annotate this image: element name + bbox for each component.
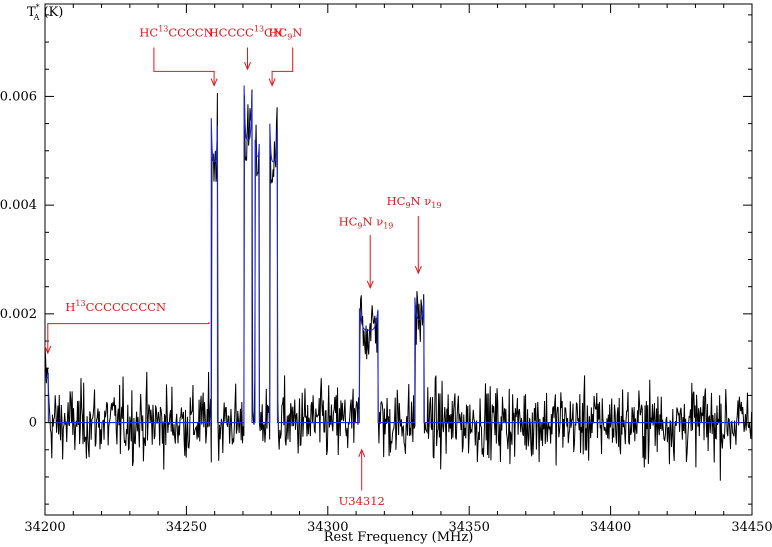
- annotation-label-part: ν: [424, 194, 431, 208]
- annotation-label-part: HCCCC: [209, 26, 254, 40]
- annotation-label-part: 13: [75, 299, 85, 308]
- annotation-label-part: N: [292, 26, 302, 40]
- annotation-label-part: N: [362, 214, 376, 228]
- line-annotation: U34312: [339, 448, 385, 508]
- annotation-label-part: CCCCCCCCN: [86, 300, 166, 314]
- model-spectrum-line: [44, 85, 752, 424]
- y-axis-label-sub: A: [33, 13, 40, 22]
- y-tick-label: 0.004: [0, 198, 37, 213]
- y-axis-label-unit: (K): [43, 5, 63, 20]
- annotation-label-part: HC: [387, 194, 406, 208]
- annotation-label-part: 19: [383, 221, 393, 230]
- annotation-label-part: CCCCN: [168, 26, 213, 40]
- line-annotation: HC9N: [268, 26, 302, 87]
- annotation-arrow-head: [210, 78, 218, 87]
- x-axis-label: Rest Frequency (MHz): [324, 530, 474, 545]
- x-tick-label: 34450: [731, 520, 772, 535]
- annotation-label-part: N: [411, 194, 425, 208]
- annotation-label-part: 9: [357, 221, 362, 230]
- annotation-label: HC13CCCCN: [139, 25, 213, 40]
- line-annotation: HC9N ν19: [339, 214, 394, 290]
- annotation-label: HC9N: [268, 26, 302, 42]
- annotation-arrow-head: [358, 448, 366, 457]
- annotation-label-part: 9: [287, 33, 292, 42]
- annotation-label: U34312: [339, 494, 385, 508]
- observed-spectrum-line: [44, 89, 753, 481]
- annotation-label-part: 13: [158, 25, 168, 34]
- line-annotation: H13CCCCCCCCN: [44, 299, 210, 355]
- annotation-label: H13CCCCCCCCN: [65, 299, 166, 314]
- x-tick-label: 34350: [449, 520, 490, 535]
- x-axis-ticks: 34200 34250 34300 34350 34400 34450: [24, 4, 772, 535]
- annotation-arrow-head: [366, 280, 374, 290]
- annotation-label: HC9N ν19: [339, 214, 394, 230]
- annotation-label: HC9N ν19: [387, 194, 442, 210]
- annotation-label-part: U34312: [339, 494, 385, 508]
- annotation-label-part: CN: [264, 26, 283, 40]
- annotation-arrow-head: [244, 62, 251, 71]
- annotation-leader-line: [153, 47, 215, 86]
- annotation-arrow-head: [268, 78, 276, 87]
- annotation-label-part: 19: [431, 201, 441, 210]
- x-tick-label: 34200: [24, 520, 65, 535]
- x-tick-label: 34250: [166, 520, 207, 535]
- annotation-arrow-head: [44, 345, 52, 355]
- plot-area: [44, 85, 753, 481]
- annotation-label-part: HC: [339, 214, 358, 228]
- x-tick-label: 34300: [307, 520, 348, 535]
- annotation-label-part: 13: [254, 25, 264, 34]
- y-axis-label-sup: *: [36, 3, 40, 12]
- annotation-arrow-head: [414, 265, 422, 275]
- annotation-leader-line: [271, 47, 294, 86]
- y-axis-label-symbol: T: [27, 5, 36, 20]
- line-annotation: HC13CCCCN: [139, 25, 218, 87]
- y-tick-label: 0: [29, 416, 37, 431]
- annotation-label-part: 9: [405, 201, 410, 210]
- line-annotation: HCCCC13CN: [209, 25, 283, 71]
- annotation-label-part: HC: [139, 26, 158, 40]
- y-axis-ticks: 0 0.002 0.004 0.006: [0, 14, 752, 505]
- x-tick-label: 34400: [590, 520, 631, 535]
- y-tick-label: 0.002: [0, 307, 37, 322]
- annotation-label: HCCCC13CN: [209, 25, 283, 40]
- annotation-label-part: H: [65, 300, 75, 314]
- annotation-label-part: ν: [376, 214, 383, 228]
- annotation-leader-line: [47, 322, 210, 353]
- annotation-label-part: HC: [268, 26, 287, 40]
- y-axis-label: T*A(K): [27, 3, 63, 22]
- line-annotation: HC9N ν19: [387, 194, 442, 275]
- y-tick-label: 0.006: [0, 89, 37, 104]
